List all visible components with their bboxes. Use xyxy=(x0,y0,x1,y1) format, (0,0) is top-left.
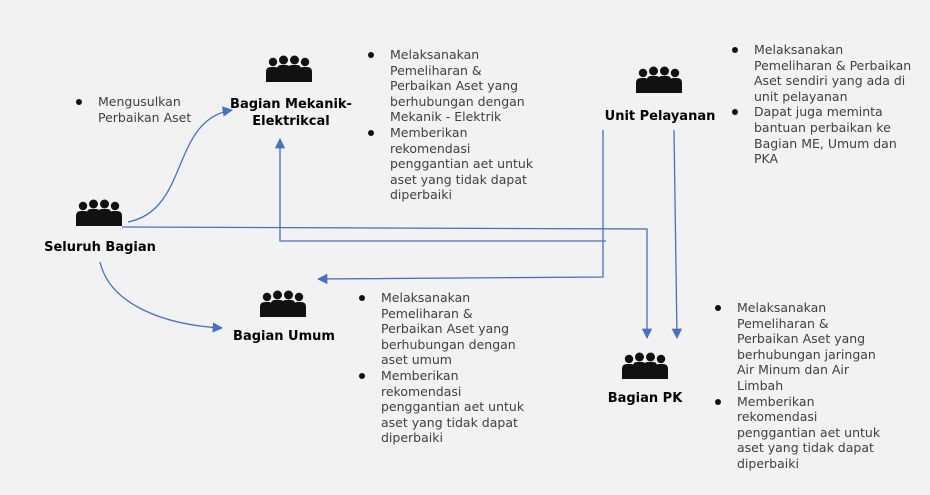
node-bagian-pk: Bagian PK xyxy=(600,390,690,407)
arrow-seluruh-to-pk xyxy=(121,226,653,340)
arrow-unit-to-umum xyxy=(316,130,604,285)
arrow-unit-to-me xyxy=(274,137,606,242)
node-me-label-line2: Elektrikcal xyxy=(252,114,330,129)
note-item: Memberikan rekomendasi penggantian aet u… xyxy=(713,394,893,472)
note-item: Melaksanakan Pemeliharan & Perbaikan Ase… xyxy=(713,300,893,394)
notes-pk: Melaksanakan Pemeliharan & Perbaikan Ase… xyxy=(713,300,893,472)
note-item: Memberikan rekomendasi penggantian aet u… xyxy=(357,368,537,446)
group-people-icon xyxy=(260,290,306,322)
group-people-icon xyxy=(636,66,682,98)
node-me-label-line1: Bagian Mekanik- xyxy=(230,97,352,112)
node-bagian-umum: Bagian Umum xyxy=(228,328,340,345)
node-umum-label: Bagian Umum xyxy=(233,329,335,344)
note-item: Melaksanakan Pemeliharan & Perbaikan Ase… xyxy=(366,47,546,125)
note-item: Memberikan rekomendasi penggantian aet u… xyxy=(366,125,546,203)
node-unit-pelayanan: Unit Pelayanan xyxy=(598,108,722,125)
notes-me: Melaksanakan Pemeliharan & Perbaikan Ase… xyxy=(366,47,546,203)
group-people-icon xyxy=(622,352,668,384)
arrow-unit-to-pk xyxy=(671,129,683,340)
group-people-icon xyxy=(266,55,312,87)
note-item: Dapat juga meminta bantuan perbaikan ke … xyxy=(730,104,920,166)
arrow-seluruh-to-umum xyxy=(99,261,224,333)
node-unit-label: Unit Pelayanan xyxy=(604,109,716,124)
note-item: Mengusulkan Perbaikan Aset xyxy=(74,94,204,125)
node-seluruh-label: Seluruh Bagian xyxy=(44,240,156,255)
node-pk-label: Bagian PK xyxy=(607,391,683,406)
node-seluruh-bagian: Seluruh Bagian xyxy=(40,239,160,256)
note-item: Melaksanakan Pemeliharan & Perbaikan Ase… xyxy=(357,290,537,368)
arrow-seluruh-to-me xyxy=(127,106,234,223)
notes-umum: Melaksanakan Pemeliharan & Perbaikan Ase… xyxy=(357,290,537,446)
note-item: Melaksanakan Pemeliharan & Perbaikan Ase… xyxy=(730,42,920,104)
notes-seluruh: Mengusulkan Perbaikan Aset xyxy=(74,94,204,125)
notes-unit: Melaksanakan Pemeliharan & Perbaikan Ase… xyxy=(730,42,920,167)
node-bagian-me: Bagian Mekanik- Elektrikcal xyxy=(225,96,357,130)
group-people-icon xyxy=(76,199,122,231)
